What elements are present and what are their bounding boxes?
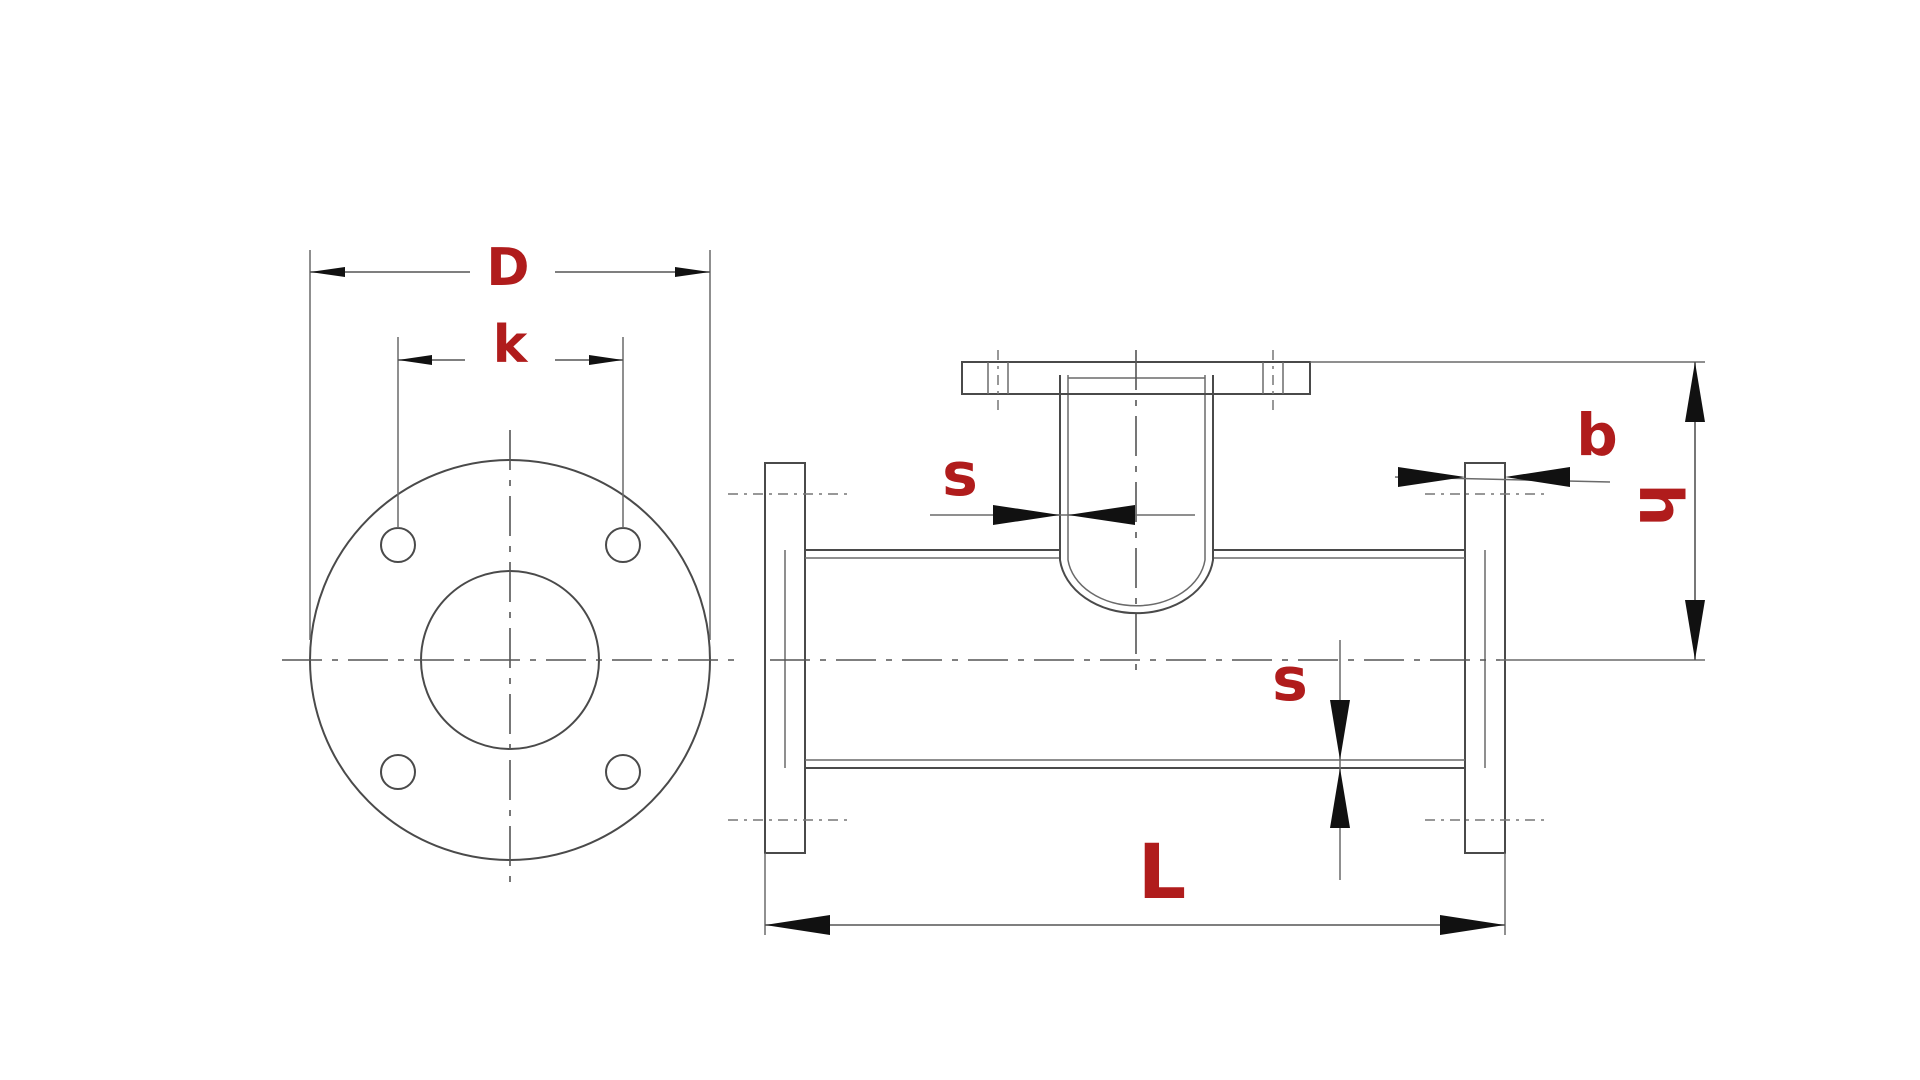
- bolt-hole-bottom-left: [380, 754, 416, 790]
- label-s-branch: s: [942, 440, 978, 510]
- tee-side-view: [728, 350, 1550, 854]
- s-run-arrow-top: [1330, 700, 1350, 760]
- flange-end-view: [282, 430, 740, 885]
- b-arrow-right: [1505, 467, 1570, 487]
- h-arrow-top: [1685, 362, 1705, 422]
- dimension-s-run: s: [1272, 640, 1350, 880]
- b-arrow-left: [1398, 467, 1465, 487]
- label-b: b: [1576, 401, 1618, 469]
- dimension-k: k: [397, 315, 624, 528]
- dimension-b: b: [1394, 401, 1618, 487]
- right-flange: [1464, 462, 1506, 854]
- bolt-hole-bottom-right: [605, 754, 641, 790]
- k-arrow-left: [398, 355, 432, 365]
- label-k: k: [493, 315, 529, 375]
- label-h: h: [1625, 484, 1695, 527]
- branch-inner-wall: [1067, 375, 1206, 607]
- left-flange: [764, 462, 806, 854]
- dimension-h: h: [1310, 361, 1705, 661]
- k-arrow-right: [589, 355, 623, 365]
- d-arrow-right: [675, 267, 710, 277]
- branch-outer-wall: [1059, 375, 1214, 615]
- label-l: L: [1138, 827, 1186, 916]
- d-arrow-left: [310, 267, 345, 277]
- dimension-d: D: [309, 238, 711, 640]
- l-arrow-right: [1440, 915, 1505, 935]
- label-d: D: [486, 238, 529, 298]
- bolt-hole-top-left: [380, 527, 416, 563]
- label-s-run: s: [1272, 645, 1308, 715]
- dimension-s-branch: s: [930, 440, 1195, 525]
- s-branch-arrow-left: [993, 505, 1060, 525]
- s-run-arrow-bottom: [1330, 768, 1350, 828]
- bolt-hole-top-right: [605, 527, 641, 563]
- h-arrow-bottom: [1685, 600, 1705, 660]
- dimension-l: L: [764, 827, 1506, 935]
- l-arrow-left: [765, 915, 830, 935]
- s-branch-arrow-right: [1068, 505, 1135, 525]
